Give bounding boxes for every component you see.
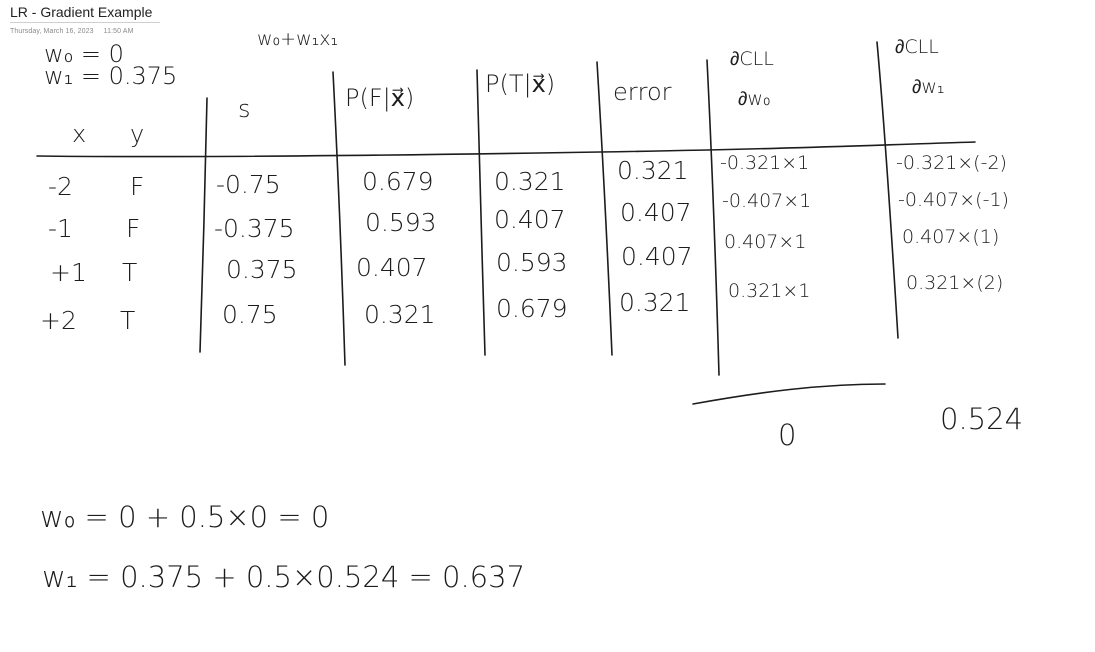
page-title: LR - Gradient Example — [10, 4, 153, 20]
header-y: y — [130, 120, 145, 148]
row2-d1: -0.407×(-1) — [898, 189, 1009, 211]
row3-x: +1 — [50, 258, 87, 287]
row4-s: 0.75 — [222, 300, 278, 329]
row3-d0: 0.407×1 — [724, 231, 807, 253]
sum-d1: 0.524 — [940, 402, 1024, 436]
row4-y: T — [120, 306, 136, 335]
header-d1-numerator: ∂CLL — [895, 36, 939, 58]
page-timestamp: Thursday, March 16, 2023 11:50 AM — [10, 28, 142, 35]
w0-update: w₀ = 0 + 0.5×0 = 0 — [40, 500, 330, 534]
header-p-true: P(T|x⃗) — [485, 70, 556, 98]
row1-pf: 0.679 — [362, 167, 434, 196]
header-s: s — [238, 95, 251, 123]
header-d0-denominator: ∂w₀ — [738, 88, 771, 110]
row3-s: 0.375 — [226, 255, 298, 284]
row3-pf: 0.407 — [356, 253, 428, 282]
row1-y: F — [130, 172, 145, 201]
row4-pt: 0.679 — [496, 294, 568, 323]
sum-d0: 0 — [778, 418, 797, 452]
column-divider-d1 — [876, 41, 899, 339]
header-x: x — [72, 120, 87, 148]
w1-update: w₁ = 0.375 + 0.5×0.524 = 0.637 — [42, 560, 526, 594]
column-divider-s — [199, 97, 208, 353]
column-divider-pf — [332, 71, 346, 366]
column-divider-error — [596, 61, 613, 356]
row2-y: F — [126, 214, 141, 243]
header-d0-numerator: ∂CLL — [730, 48, 774, 70]
row1-d0: -0.321×1 — [720, 152, 810, 174]
sum-rule — [692, 383, 886, 405]
row2-pt: 0.407 — [494, 205, 566, 234]
title-underline — [10, 22, 160, 23]
score-formula: w₀+w₁x₁ — [257, 28, 339, 50]
header-p-false: P(F|x⃗) — [345, 84, 415, 112]
row1-x: -2 — [48, 172, 73, 201]
column-divider-pt — [476, 69, 486, 356]
row1-error: 0.321 — [617, 156, 689, 185]
row3-d1: 0.407×(1) — [902, 226, 1000, 248]
w1-initial: w₁ = 0.375 — [44, 62, 178, 90]
row2-d0: -0.407×1 — [722, 190, 812, 212]
header-error: error — [613, 78, 672, 106]
column-divider-d0 — [706, 59, 720, 376]
page-time: 11:50 AM — [103, 28, 134, 35]
row2-s: -0.375 — [214, 214, 295, 243]
row2-error: 0.407 — [620, 198, 692, 227]
row1-d1: -0.321×(-2) — [896, 152, 1007, 174]
row3-error: 0.407 — [621, 242, 693, 271]
page-date: Thursday, March 16, 2023 — [10, 28, 94, 35]
row4-error: 0.321 — [619, 288, 691, 317]
row1-s: -0.75 — [216, 170, 281, 199]
row4-x: +2 — [40, 306, 77, 335]
row4-pf: 0.321 — [364, 300, 436, 329]
header-d1-denominator: ∂w₁ — [912, 76, 945, 98]
row2-pf: 0.593 — [365, 208, 437, 237]
w0-initial: w₀ = 0 — [44, 40, 124, 68]
row3-y: T — [122, 258, 138, 287]
row3-pt: 0.593 — [496, 248, 568, 277]
row4-d0: 0.321×1 — [728, 280, 811, 302]
row4-d1: 0.321×(2) — [906, 272, 1004, 294]
row2-x: -1 — [48, 214, 73, 243]
row1-pt: 0.321 — [494, 167, 566, 196]
header-rule — [36, 141, 976, 158]
